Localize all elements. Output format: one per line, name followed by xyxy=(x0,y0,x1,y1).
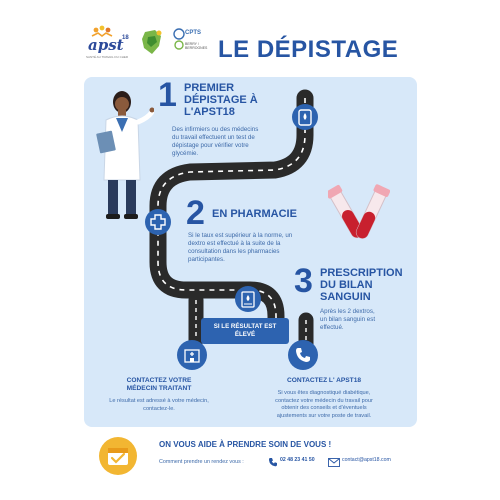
step-2-title-line: EN PHARMACIE xyxy=(212,208,297,220)
glucose-meter-icon xyxy=(292,104,318,130)
contact-doctor-text: Le résultat est adressé à votre médecin,… xyxy=(96,398,222,413)
footer-phone-icon xyxy=(269,458,277,467)
apst18-logo: apst 18 SANTÉ AU TRAVAIL DU CHER xyxy=(84,24,134,64)
step-1-title: PREMIER DÉPISTAGE À L'APST18 xyxy=(184,82,258,118)
contact-doctor-title: CONTACTEZ VOTRE MÉDECIN TRAITANT xyxy=(104,377,214,393)
step-3-title-line: DU BILAN xyxy=(320,279,373,291)
step-2-number: 2 xyxy=(186,194,205,232)
step-1-title-line: PREMIER xyxy=(184,82,235,94)
envelope-icon xyxy=(328,458,340,467)
footer-appointment-label: Comment prendre un rendez vous : xyxy=(159,459,244,465)
footer-title: ON VOUS AIDE À PRENDRE SOIN DE VOUS ! xyxy=(159,440,332,449)
step-1-text-line: dépistage pour vérifier votre xyxy=(172,142,249,149)
step-3-text-line: effectué. xyxy=(320,324,344,331)
step-3-title-line: PRESCRIPTION xyxy=(320,267,403,279)
step-1-text-line: du travail effectuent un test de xyxy=(172,134,255,141)
footer-email[interactable]: contact@apst18.com xyxy=(342,457,391,463)
department-logo xyxy=(139,28,165,56)
doctor-illustration xyxy=(96,91,154,219)
contact-apst-text-line: Si vous êtes diagnostiqué diabétique, xyxy=(277,390,371,396)
step-1-title-line: L'APST18 xyxy=(184,106,235,118)
contact-doctor-title-line: MÉDECIN TRAITANT xyxy=(126,385,192,392)
contact-apst-title-line: CONTACTEZ L' APST18 xyxy=(286,377,362,384)
step-2-text-line: Si le taux est supérieur à la norme, un xyxy=(188,232,293,239)
cpts-logo-sub: BERRY / BERROGNES xyxy=(185,42,208,50)
step-3-text-line: Après les 2 dextros, xyxy=(320,308,375,315)
header: apst 18 SANTÉ AU TRAVAIL DU CHER CPTS BE… xyxy=(84,20,434,70)
result-high-line: SI LE RÉSULTAT EST xyxy=(213,323,277,330)
step-3-text-line: un bilan sanguin est xyxy=(320,316,376,323)
calendar-check-icon xyxy=(99,437,137,475)
step-1-title-line: DÉPISTAGE À xyxy=(184,94,258,106)
step-2-text-line: participantes. xyxy=(188,256,225,263)
cpts-logo: CPTS BERRY / BERROGNES xyxy=(172,25,212,61)
cpts-logo-name: CPTS xyxy=(185,30,202,36)
page-title: LE DÉPISTAGE xyxy=(218,36,399,63)
pharmacy-cross-icon xyxy=(145,209,171,235)
contact-apst-title: CONTACTEZ L' APST18 xyxy=(270,377,378,385)
phone-icon xyxy=(288,340,318,370)
step-2-text: Si le taux est supérieur à la norme, un … xyxy=(188,232,292,264)
step-1-number: 1 xyxy=(158,76,177,114)
contact-apst-text-line: contactez votre médecin du travail pour xyxy=(275,397,373,404)
apst-logo-text: apst xyxy=(88,36,124,54)
step-1-text-line: glycémie. xyxy=(172,150,199,157)
blood-tubes-illustration xyxy=(328,184,390,239)
step-3-title-line: SANGUIN xyxy=(320,291,371,303)
info-panel xyxy=(84,77,417,427)
result-high-line: ÉLEVÉ xyxy=(234,331,256,338)
step-3-number: 3 xyxy=(294,262,313,300)
footer-phone-number[interactable]: 02 48 23 41 50 xyxy=(280,457,315,463)
step-2-text-line: dextro est effectué à la suite de la xyxy=(188,240,281,247)
contact-doctor-title-line: CONTACTEZ VOTRE xyxy=(126,377,192,384)
apst-logo-sup: 18 xyxy=(122,35,129,41)
step-1-text: Des infirmiers ou des médecins du travai… xyxy=(172,126,258,158)
contact-apst-text-line: ajustements sur votre poste de travail. xyxy=(276,412,372,419)
step-2-title: EN PHARMACIE xyxy=(212,208,297,220)
contact-apst-text-line: obtenir des conseils et d'éventuels xyxy=(281,405,367,411)
step-2-text-line: consultation dans les pharmacies xyxy=(188,248,280,255)
apst-logo-tagline: SANTÉ AU TRAVAIL DU CHER xyxy=(86,55,129,59)
step-3-text: Après les 2 dextros, un bilan sanguin es… xyxy=(320,308,375,332)
hospital-icon xyxy=(177,340,207,370)
blood-test-icon xyxy=(235,286,261,312)
contact-doctor-text-line: Le résultat est adressé à votre médecin, xyxy=(109,398,209,404)
result-high-label: SI LE RÉSULTAT EST ÉLEVÉ xyxy=(201,318,289,344)
step-3-title: PRESCRIPTION DU BILAN SANGUIN xyxy=(320,267,403,303)
contact-doctor-text-line: contactez-le. xyxy=(143,405,175,412)
step-1-text-line: Des infirmiers ou des médecins xyxy=(172,126,259,133)
contact-apst-text: Si vous êtes diagnostiqué diabétique, co… xyxy=(262,390,386,420)
